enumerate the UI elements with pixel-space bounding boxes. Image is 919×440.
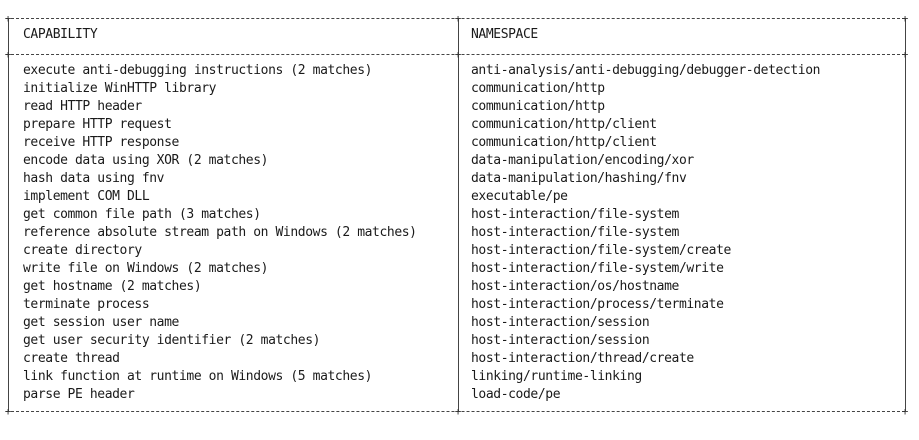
capability-cell: implement COM DLL — [23, 189, 150, 204]
capability-table: + + + + + + + + + CAPABILITY NAMESPACE e… — [4, 9, 909, 418]
namespace-cell: host-interaction/thread/create — [471, 351, 694, 366]
capability-cell: write file on Windows (2 matches) — [23, 261, 269, 276]
namespace-cell: data-manipulation/encoding/xor — [471, 153, 694, 168]
capability-cell: reference absolute stream path on Window… — [23, 225, 417, 240]
capability-cell: get user security identifier (2 matches) — [23, 333, 321, 348]
namespace-cell: anti-analysis/anti-debugging/debugger-de… — [471, 63, 821, 78]
table-column-divider — [458, 18, 459, 411]
namespace-cell: host-interaction/file-system — [471, 207, 679, 222]
capability-cell: parse PE header — [23, 387, 135, 402]
namespace-cell: communication/http/client — [471, 117, 657, 132]
namespace-cell: host-interaction/os/hostname — [471, 279, 679, 294]
capability-cell: read HTTP header — [23, 99, 142, 114]
namespace-cell: communication/http — [471, 81, 605, 96]
table-header-separator — [6, 54, 905, 55]
namespace-cell: host-interaction/file-system/write — [471, 261, 724, 276]
namespace-cell: communication/http — [471, 99, 605, 114]
capability-cell: terminate process — [23, 297, 150, 312]
table-border-top — [6, 18, 905, 19]
table-border-right — [905, 18, 906, 411]
corner-mark: + — [901, 48, 909, 61]
corner-mark: + — [454, 405, 462, 418]
capability-cell: link function at runtime on Windows (5 m… — [23, 369, 373, 384]
corner-mark: + — [454, 12, 462, 25]
table-border-bottom — [6, 411, 905, 412]
corner-mark: + — [4, 48, 12, 61]
capability-cell: encode data using XOR (2 matches) — [23, 153, 269, 168]
corner-mark: + — [901, 405, 909, 418]
header-namespace: NAMESPACE — [471, 27, 538, 42]
capability-cell: execute anti-debugging instructions (2 m… — [23, 63, 373, 78]
capability-cell: prepare HTTP request — [23, 117, 172, 132]
capability-cell: initialize WinHTTP library — [23, 81, 217, 96]
namespace-cell: communication/http/client — [471, 135, 657, 150]
namespace-cell: host-interaction/file-system — [471, 225, 679, 240]
capability-cell: get hostname (2 matches) — [23, 279, 202, 294]
capability-cell: create thread — [23, 351, 120, 366]
namespace-cell: host-interaction/session — [471, 333, 650, 348]
namespace-cell: linking/runtime-linking — [471, 369, 642, 384]
namespace-cell: host-interaction/session — [471, 315, 650, 330]
capability-cell: hash data using fnv — [23, 171, 165, 186]
namespace-cell: data-manipulation/hashing/fnv — [471, 171, 687, 186]
namespace-cell: host-interaction/file-system/create — [471, 243, 731, 258]
table-border-left — [8, 18, 9, 411]
capability-cell: get common file path (3 matches) — [23, 207, 261, 222]
capability-cell: get session user name — [23, 315, 179, 330]
corner-mark: + — [4, 405, 12, 418]
namespace-cell: host-interaction/process/terminate — [471, 297, 724, 312]
namespace-cell: load-code/pe — [471, 387, 561, 402]
capability-cell: receive HTTP response — [23, 135, 179, 150]
capability-cell: create directory — [23, 243, 142, 258]
header-capability: CAPABILITY — [23, 27, 98, 42]
corner-mark: + — [901, 12, 909, 25]
namespace-cell: executable/pe — [471, 189, 568, 204]
corner-mark: + — [454, 48, 462, 61]
corner-mark: + — [4, 12, 12, 25]
